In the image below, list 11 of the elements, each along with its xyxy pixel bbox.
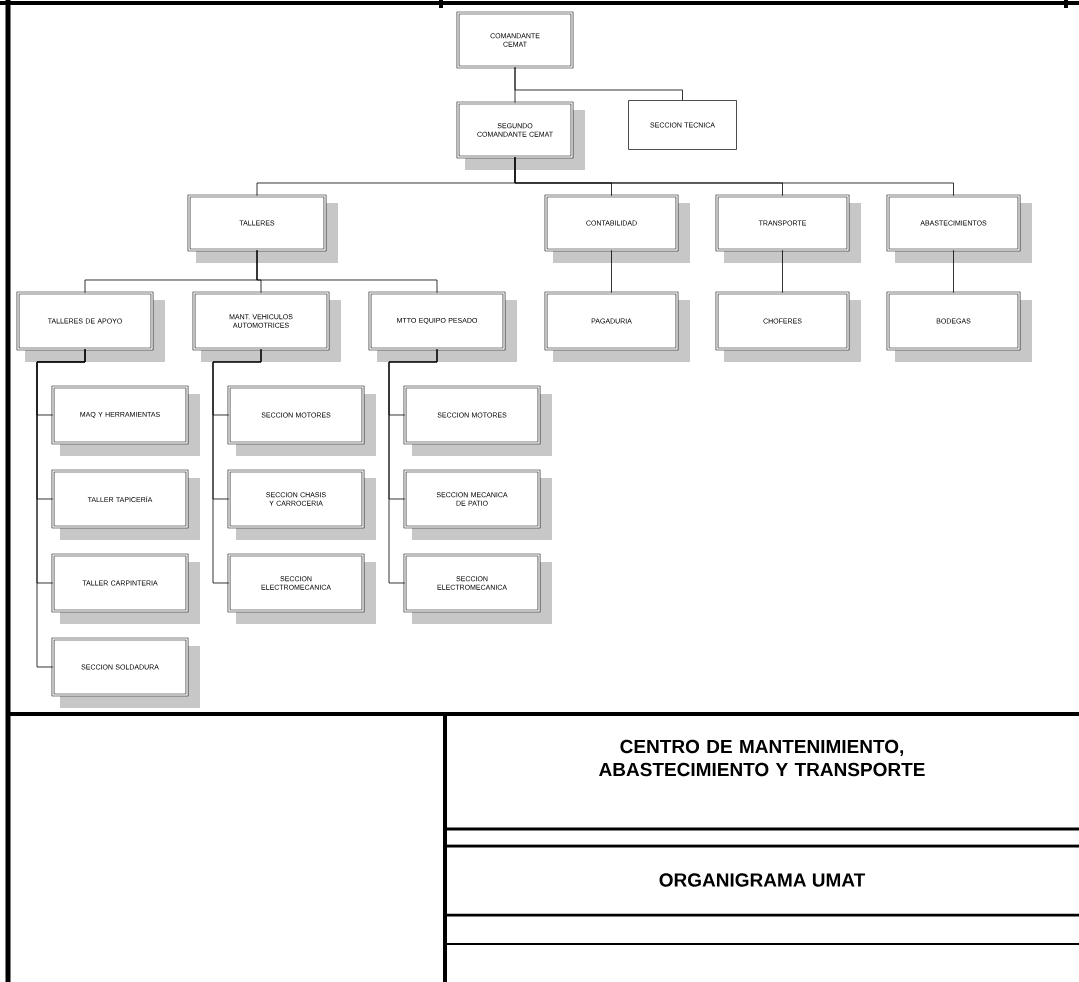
subtitle: ORGANIGRAMA UMAT: [659, 873, 866, 887]
connector-line: [212, 348, 262, 584]
connector-line: [514, 66, 683, 101]
connector-line: [782, 249, 783, 294]
connector-line: [388, 348, 438, 584]
connector-line: [256, 249, 438, 294]
connector-line: [36, 348, 86, 668]
connector-line: [611, 249, 612, 294]
connector-line: [953, 249, 954, 294]
connector-line: [514, 156, 954, 197]
title: CENTRO DE MANTENIMIENTO, ABASTECIMIENTO Y TRANSPORTE: [599, 739, 925, 777]
